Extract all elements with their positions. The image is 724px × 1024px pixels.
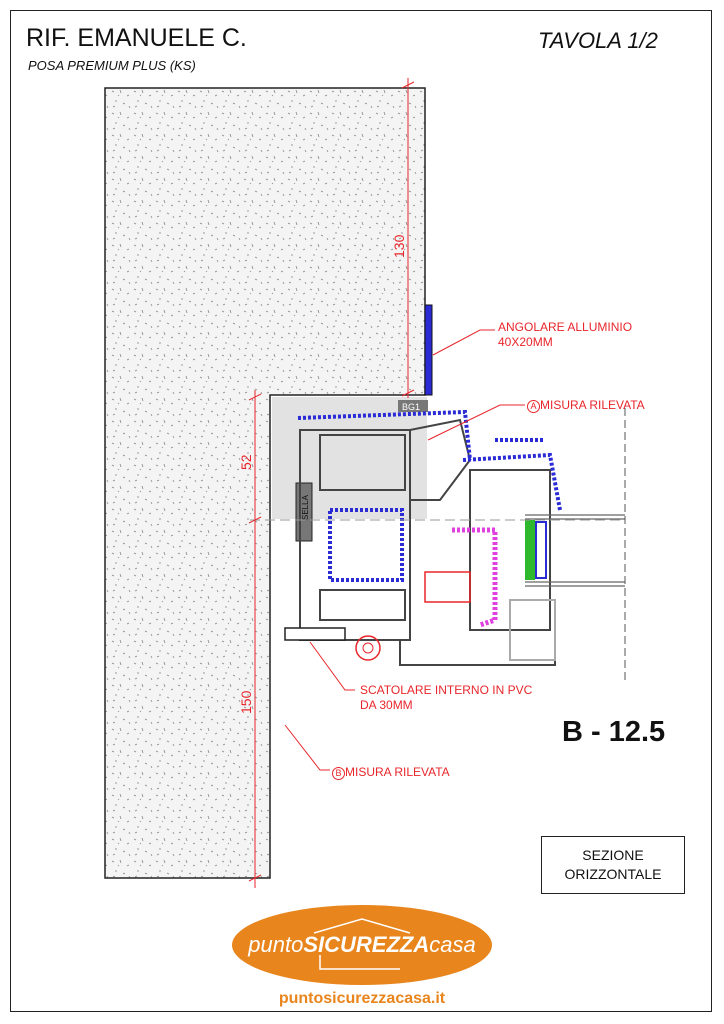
misura-b-text: MISURA RILEVATA [345,765,450,779]
aluminium-angle [424,304,433,396]
hinge [355,635,381,661]
logo: puntoSICUREZZAcasa [232,905,492,985]
glass-spacer [525,520,535,580]
pvc-box [284,627,346,641]
hardware [424,571,471,603]
project-subtitle: POSA PREMIUM PLUS (KS) [28,58,196,73]
project-title: RIF. EMANUELE C. [26,24,247,52]
detail-code: B - 12.5 [562,716,666,748]
reinforcement-frame [328,508,404,582]
wall-concrete [104,87,426,879]
dim-52: 52 [238,454,254,470]
misura-a-text: MISURA RILEVATA [540,398,645,412]
angolare-line2: 40X20MM [498,335,553,349]
section-line1: SEZIONE [582,847,644,863]
sella-label: SELLA [301,494,310,520]
angolare-label: ANGOLARE ALLUMINIO 40X20MM [498,320,632,350]
bg1-block [398,400,428,412]
frame-cover [297,409,562,511]
website-url[interactable]: puntosicurezzacasa.it [278,990,446,1007]
logo-text: puntoSICUREZZAcasa [248,932,476,957]
section-box: SEZIONE ORIZZONTALE [541,836,685,894]
marker-a: A [527,400,540,413]
scatolare-line1: SCATOLARE INTERNO IN PVC [360,683,533,697]
dim-130: 130 [391,234,407,258]
sash-reinforcement [452,527,498,628]
page-frame [10,10,712,1012]
scatolare-label: SCATOLARE INTERNO IN PVC DA 30MM [360,683,532,713]
section-line2: ORIZZONTALE [564,866,662,882]
angolare-line1: ANGOLARE ALLUMINIO [498,320,633,334]
marker-b: B [332,767,345,780]
house-icon [313,918,411,970]
dim-150: 150 [238,690,254,714]
sheet-number: TAVOLA 1/2 [538,28,658,53]
scatolare-line2: DA 30MM [360,698,413,712]
bg1-label: BG1 [402,402,420,412]
